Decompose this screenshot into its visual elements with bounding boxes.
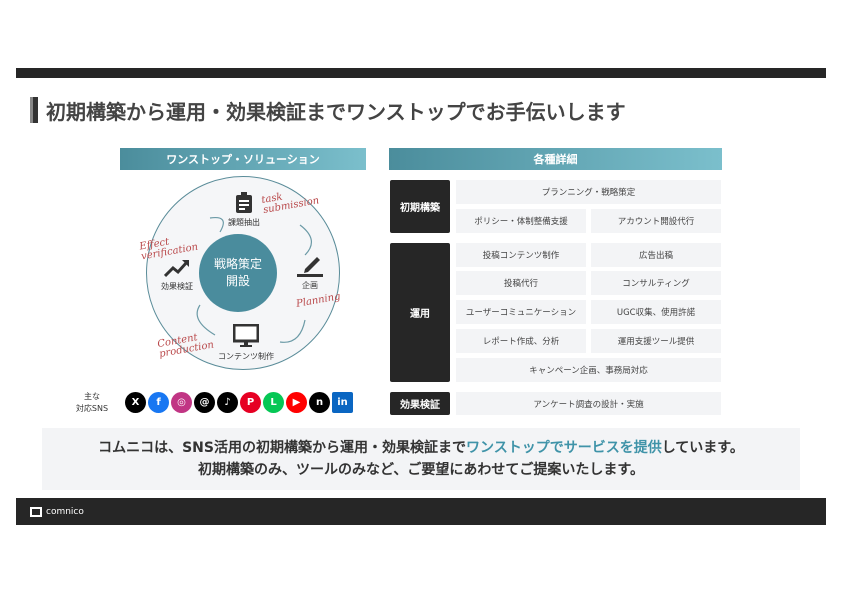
clipboard-icon [236, 192, 252, 213]
tiktok-icon: ♪ [217, 392, 238, 413]
linkedin-icon: in [332, 392, 353, 413]
detail-cell: 投稿代行 [456, 271, 586, 295]
summary-message: コムニコは、SNS活用の初期構築から運用・効果検証までワンストップでサービスを提… [42, 428, 800, 490]
group-label-operation: 運用 [390, 243, 450, 382]
title-marker [30, 97, 38, 123]
message-text: コムニコは、SNS活用の初期構築から運用・効果検証まで [98, 440, 466, 456]
line-icon: L [263, 392, 284, 413]
page-title: 初期構築から運用・効果検証までワンストップでお手伝いします [30, 96, 626, 124]
sns-label-1: 主な [84, 392, 100, 401]
detail-cell: アンケート調査の設計・実施 [456, 392, 721, 415]
node-content: コンテンツ制作 [218, 324, 274, 362]
detail-cell: アカウント開設代行 [591, 209, 721, 233]
node-task-label: 課題抽出 [228, 218, 260, 227]
pinterest-icon: P [240, 392, 261, 413]
group-label-effect: 効果検証 [390, 392, 450, 415]
footer-bar: comnico [16, 498, 826, 525]
threads-icon: @ [194, 392, 215, 413]
pencil-icon [297, 257, 323, 277]
message-highlight: ワンストップでサービスを提供 [465, 440, 662, 456]
message-line-2: 初期構築のみ、ツールのみなど、ご要望にあわせてご提案いたします。 [198, 462, 644, 478]
detail-cell: プランニング・戦略策定 [456, 180, 721, 204]
detail-cell: 広告出稿 [591, 243, 721, 267]
detail-cell: 運用支援ツール提供 [591, 329, 721, 353]
cycle-arrows [196, 216, 312, 343]
node-content-label: コンテンツ制作 [218, 352, 274, 361]
node-effect-label: 効果検証 [161, 282, 193, 291]
youtube-icon: ▶ [286, 392, 307, 413]
instagram-icon: ◎ [171, 392, 192, 413]
x-icon: X [125, 392, 146, 413]
page-title-text: 初期構築から運用・効果検証までワンストップでお手伝いします [46, 99, 626, 124]
sns-label-2: 対応SNS [75, 404, 109, 413]
trend-up-icon [164, 260, 189, 278]
detail-cell: レポート作成、分析 [456, 329, 586, 353]
core-text-1: 戦略策定 [213, 257, 262, 272]
sns-label: 主な対応SNS [70, 391, 114, 415]
message-text: しています。 [661, 440, 744, 456]
group-label-initial: 初期構築 [390, 180, 450, 233]
top-bar [16, 68, 826, 78]
node-planning: 企画 [292, 255, 328, 291]
detail-cell: UGC収集、使用許諾 [591, 300, 721, 324]
detail-cell: ポリシー・体制整備支援 [456, 209, 586, 233]
details-header: 各種詳細 [389, 148, 722, 170]
core-circle: 戦略策定開設 [199, 234, 277, 312]
detail-cell: 投稿コンテンツ制作 [456, 243, 586, 267]
node-planning-label: 企画 [302, 281, 318, 290]
detail-cell: コンサルティング [591, 271, 721, 295]
core-text-2: 開設 [225, 274, 250, 288]
detail-cell: ユーザーコミュニケーション [456, 300, 586, 324]
footer-logo-text: comnico [46, 506, 84, 517]
solution-header: ワンストップ・ソリューション [120, 148, 366, 170]
facebook-icon: f [148, 392, 169, 413]
note-icon: n [309, 392, 330, 413]
comnico-logo-icon [30, 506, 42, 517]
node-task: 課題抽出 [224, 192, 264, 228]
node-effect: 効果検証 [157, 258, 197, 292]
monitor-icon [233, 324, 259, 347]
detail-cell: キャンペーン企画、事務局対応 [456, 358, 721, 382]
